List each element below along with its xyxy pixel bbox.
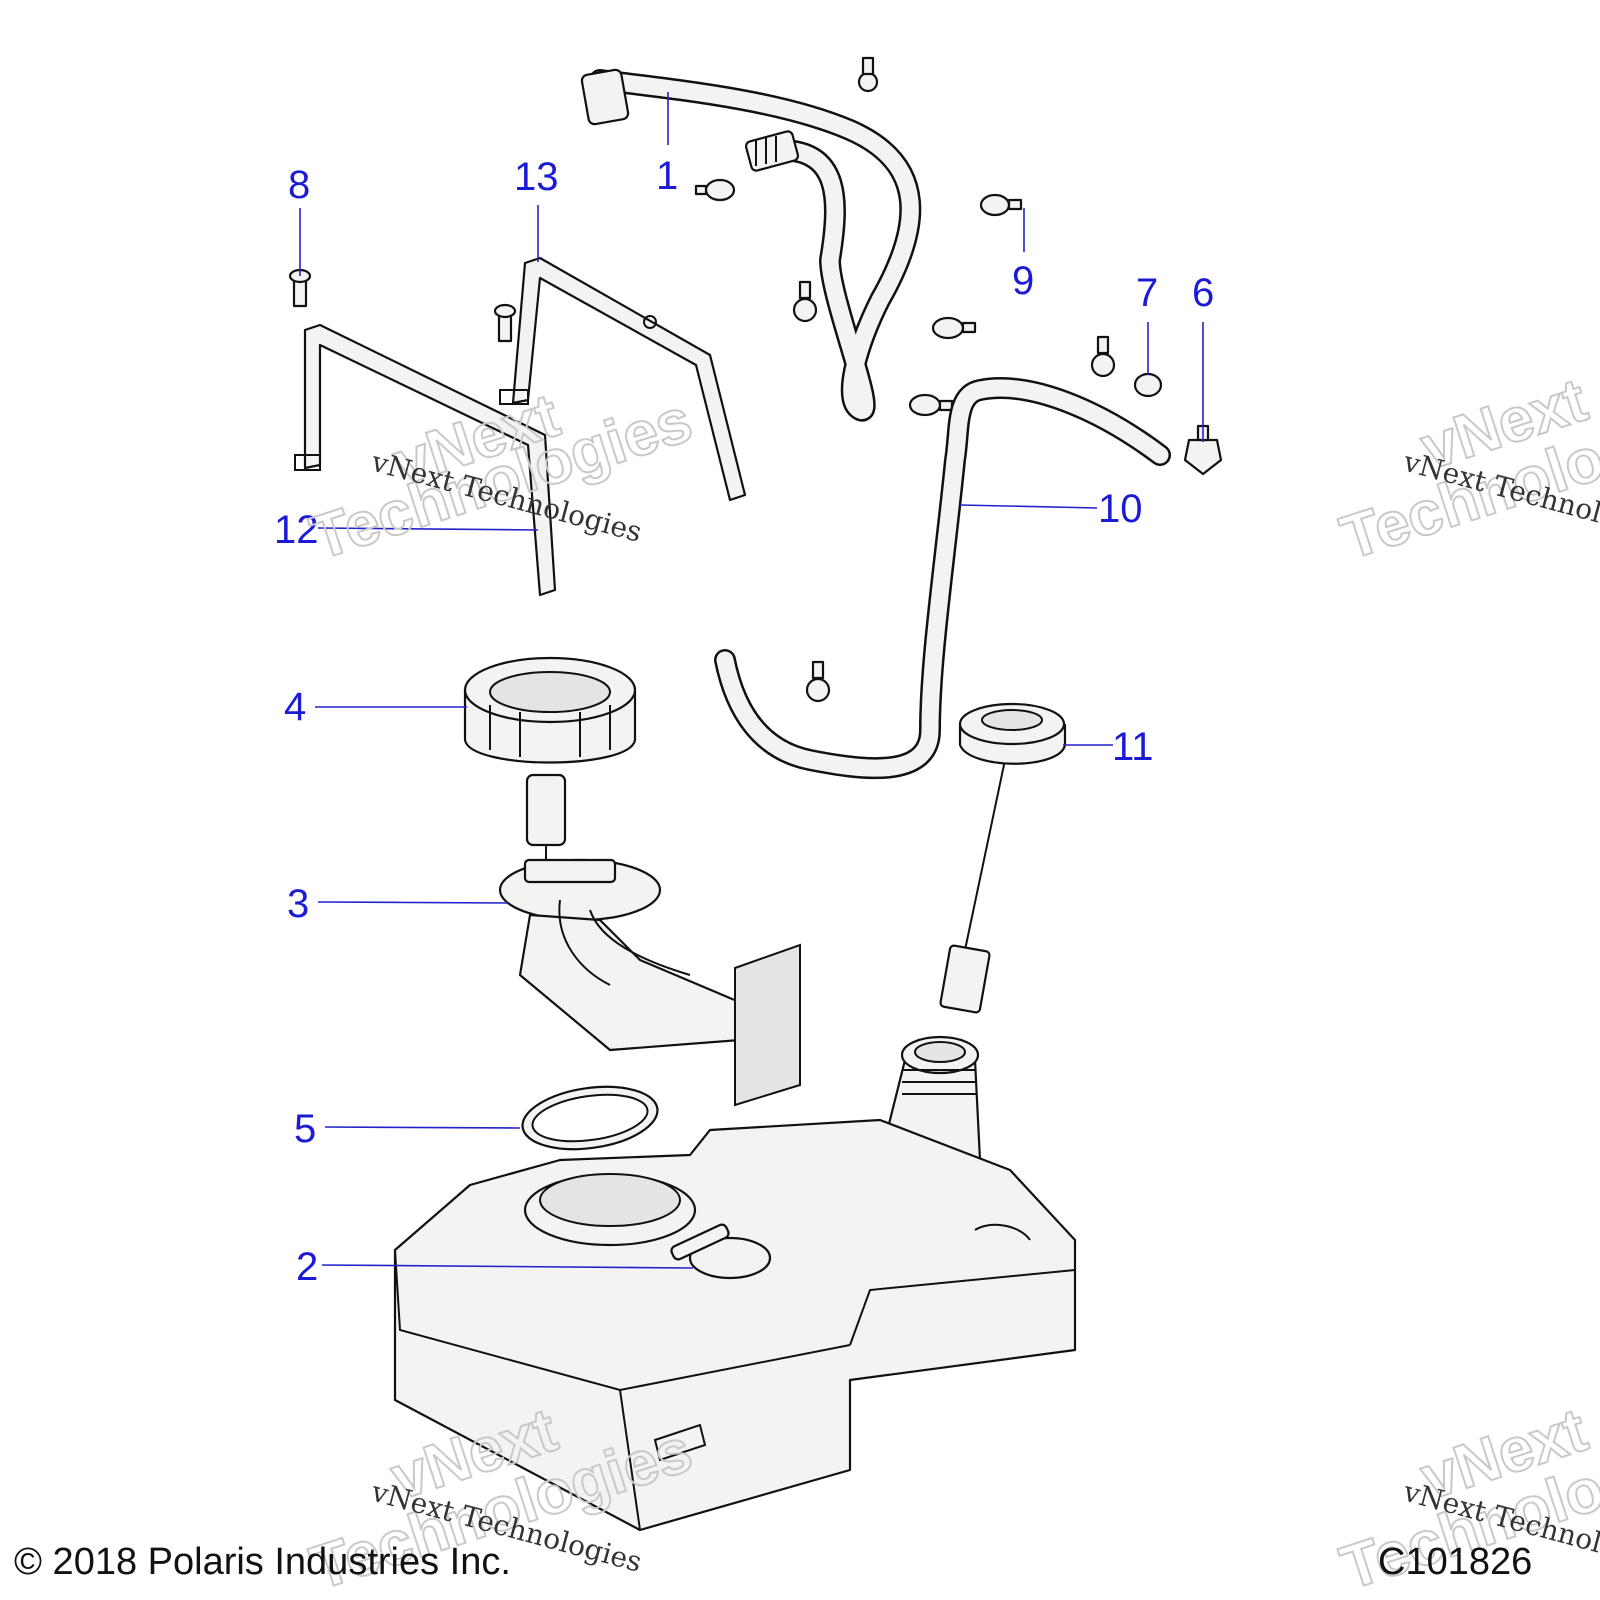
callout-13: 13 <box>514 155 559 199</box>
callout-labels: 1 2 3 4 5 6 7 8 9 10 11 12 13 <box>274 154 1214 1289</box>
callout-8: 8 <box>288 163 310 207</box>
callout-9: 9 <box>1012 259 1034 303</box>
vent-hose-part-10 <box>714 377 1171 780</box>
tank-strap-part-12 <box>294 323 557 597</box>
leader-lines <box>299 92 1204 1269</box>
copyright-text: © 2018 Polaris Industries Inc. <box>14 1541 511 1583</box>
watermark-upper-right: vNext Technologies vNext Technologies <box>1332 365 1600 575</box>
fuel-tank-part-2 <box>393 1035 1077 1532</box>
watermark-upper-left: vNext Technologies vNext Technologies <box>302 380 701 574</box>
callout-6: 6 <box>1192 271 1214 315</box>
callout-4: 4 <box>284 685 306 729</box>
callout-3: 3 <box>287 882 309 926</box>
callout-11: 11 <box>1112 725 1154 769</box>
fuel-pump-part-3 <box>498 773 801 1107</box>
gasket-part-5 <box>521 1085 659 1151</box>
callout-12: 12 <box>274 508 319 552</box>
drawing-id: C101826 <box>1378 1541 1532 1583</box>
tank-strap-part-13 <box>499 256 747 502</box>
lock-ring-part-4 <box>463 656 637 764</box>
fuel-line-part-1 <box>580 68 922 422</box>
fuel-gauge-part-11 <box>939 702 1067 1014</box>
callout-1: 1 <box>656 154 678 198</box>
callout-5: 5 <box>294 1107 316 1151</box>
callout-2: 2 <box>296 1245 318 1289</box>
callout-10: 10 <box>1098 487 1143 531</box>
callout-7: 7 <box>1136 271 1158 315</box>
clip-fasteners <box>288 56 1223 703</box>
